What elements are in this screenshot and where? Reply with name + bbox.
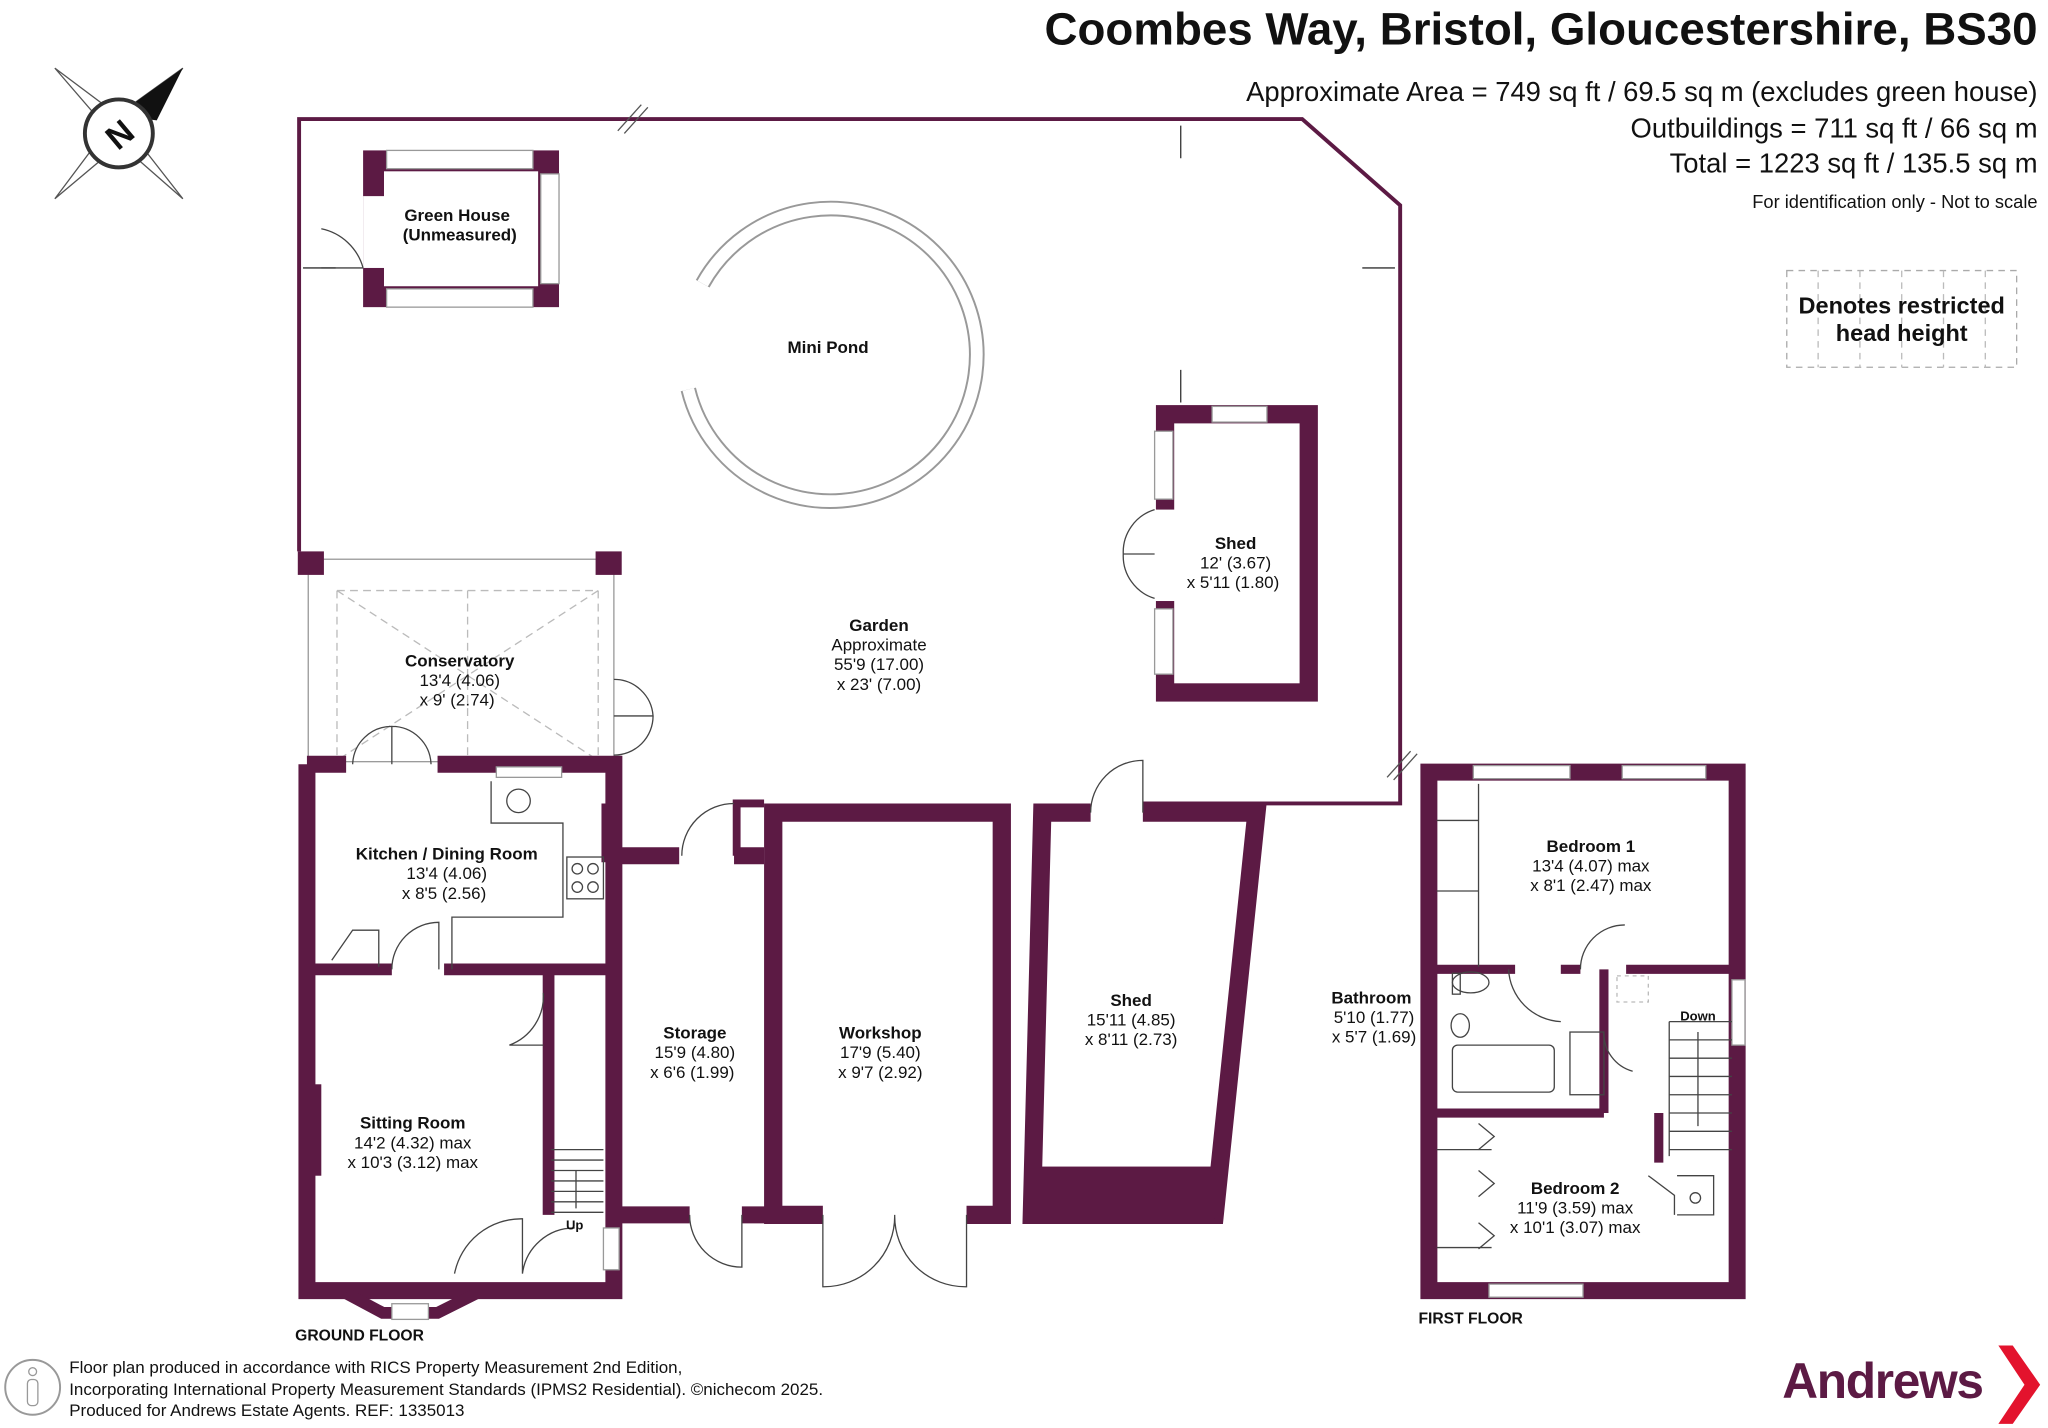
svg-text:15'9 (4.80): 15'9 (4.80) <box>655 1043 736 1062</box>
ground-floor-label: GROUND FLOOR <box>295 1327 424 1344</box>
svg-text:(Unmeasured): (Unmeasured) <box>403 226 517 245</box>
svg-text:12' (3.67): 12' (3.67) <box>1200 553 1271 572</box>
svg-text:Green House: Green House <box>404 206 510 225</box>
svg-text:13'4 (4.06): 13'4 (4.06) <box>406 864 487 883</box>
svg-text:x 10'3 (3.12) max: x 10'3 (3.12) max <box>347 1153 478 1172</box>
svg-text:x 5'11 (1.80): x 5'11 (1.80) <box>1187 573 1280 592</box>
restricted-height-legend: Denotes restricted head height <box>1786 269 2018 368</box>
first-floor-label: FIRST FLOOR <box>1418 1310 1522 1327</box>
footer-line-3: Produced for Andrews Estate Agents. REF:… <box>69 1401 464 1420</box>
svg-text:x 9'7 (2.92): x 9'7 (2.92) <box>838 1063 922 1082</box>
svg-text:x 5'7 (1.69): x 5'7 (1.69) <box>1332 1027 1416 1046</box>
svg-text:x 9' (2.74): x 9' (2.74) <box>420 691 495 710</box>
svg-text:Shed: Shed <box>1110 991 1152 1010</box>
svg-text:Sitting Room: Sitting Room <box>360 1114 466 1133</box>
svg-text:Andrews: Andrews <box>1782 1353 1982 1409</box>
svg-text:15'11 (4.85): 15'11 (4.85) <box>1087 1011 1176 1030</box>
garden-label: Garden Approximate 55'9 (17.00) x 23' (7… <box>831 616 926 694</box>
workshop: Workshop 17'9 (5.40) x 9'7 (2.92) <box>764 803 1011 1288</box>
mini-pond: Mini Pond <box>680 200 985 509</box>
andrews-logo: Andrews <box>1782 1345 2041 1424</box>
svg-text:13'4 (4.07) max: 13'4 (4.07) max <box>1532 856 1650 875</box>
svg-text:14'2 (4.32) max: 14'2 (4.32) max <box>354 1133 472 1152</box>
svg-text:x 6'6 (1.99): x 6'6 (1.99) <box>650 1063 734 1082</box>
total-area: Total = 1223 sq ft / 135.5 sq m <box>1670 148 2038 179</box>
property-title: Coombes Way, Bristol, Gloucestershire, B… <box>1044 4 2037 55</box>
ground-floor-house: Conservatory 13'4 (4.06) x 9' (2.74) Kit… <box>297 551 654 1321</box>
svg-text:13'4 (4.06): 13'4 (4.06) <box>419 671 500 690</box>
svg-text:Bedroom 2: Bedroom 2 <box>1531 1179 1620 1198</box>
scale-disclaimer: For identification only - Not to scale <box>1752 191 2037 212</box>
greenhouse: Green House (Unmeasured) <box>321 149 560 308</box>
shed-garden: Shed 12' (3.67) x 5'11 (1.80) <box>1122 405 1318 702</box>
svg-text:Storage: Storage <box>663 1024 726 1043</box>
garden-boundary <box>297 104 1418 806</box>
svg-text:x 8'1 (2.47) max: x 8'1 (2.47) max <box>1530 876 1652 895</box>
svg-text:11'9 (3.59) max: 11'9 (3.59) max <box>1517 1199 1634 1218</box>
svg-text:55'9 (17.00): 55'9 (17.00) <box>834 655 924 674</box>
info-icon <box>4 1358 62 1416</box>
svg-text:Bathroom: Bathroom <box>1331 988 1411 1007</box>
svg-text:head height: head height <box>1836 320 1968 346</box>
svg-text:x 8'11 (2.73): x 8'11 (2.73) <box>1085 1030 1178 1049</box>
compass-icon: N <box>54 67 184 200</box>
storage: Storage 15'9 (4.80) x 6'6 (1.99) <box>621 799 771 1268</box>
approximate-area: Approximate Area = 749 sq ft / 69.5 sq m… <box>1246 76 2037 107</box>
footer-line-2: Incorporating International Property Mea… <box>69 1380 823 1399</box>
svg-text:Bedroom 1: Bedroom 1 <box>1547 837 1636 856</box>
svg-text:Mini Pond: Mini Pond <box>788 338 869 357</box>
svg-text:5'10 (1.77): 5'10 (1.77) <box>1334 1008 1415 1027</box>
svg-text:Garden: Garden <box>849 616 908 635</box>
svg-text:x 10'1 (3.07) max: x 10'1 (3.07) max <box>1510 1218 1641 1237</box>
svg-text:17'9 (5.40): 17'9 (5.40) <box>840 1043 921 1062</box>
stairs-up-label: Up <box>566 1217 583 1232</box>
stairs-down-label: Down <box>1680 1008 1716 1023</box>
first-floor: Bedroom 1 13'4 (4.07) max x 8'1 (2.47) m… <box>1331 763 1746 1300</box>
svg-text:x 23' (7.00): x 23' (7.00) <box>837 675 921 694</box>
svg-text:x 8'5 (2.56): x 8'5 (2.56) <box>402 884 486 903</box>
svg-text:Workshop: Workshop <box>839 1024 922 1043</box>
outbuildings-area: Outbuildings = 711 sq ft / 66 sq m <box>1631 112 2038 143</box>
shed-outbuilding: Shed 15'11 (4.85) x 8'11 (2.73) <box>1022 759 1267 1225</box>
svg-text:Approximate: Approximate <box>831 636 926 655</box>
svg-text:Denotes restricted: Denotes restricted <box>1799 293 2005 319</box>
svg-text:Shed: Shed <box>1215 534 1257 553</box>
footer-line-1: Floor plan produced in accordance with R… <box>69 1358 682 1377</box>
svg-text:Kitchen / Dining Room: Kitchen / Dining Room <box>356 845 538 864</box>
svg-text:Conservatory: Conservatory <box>405 651 515 670</box>
